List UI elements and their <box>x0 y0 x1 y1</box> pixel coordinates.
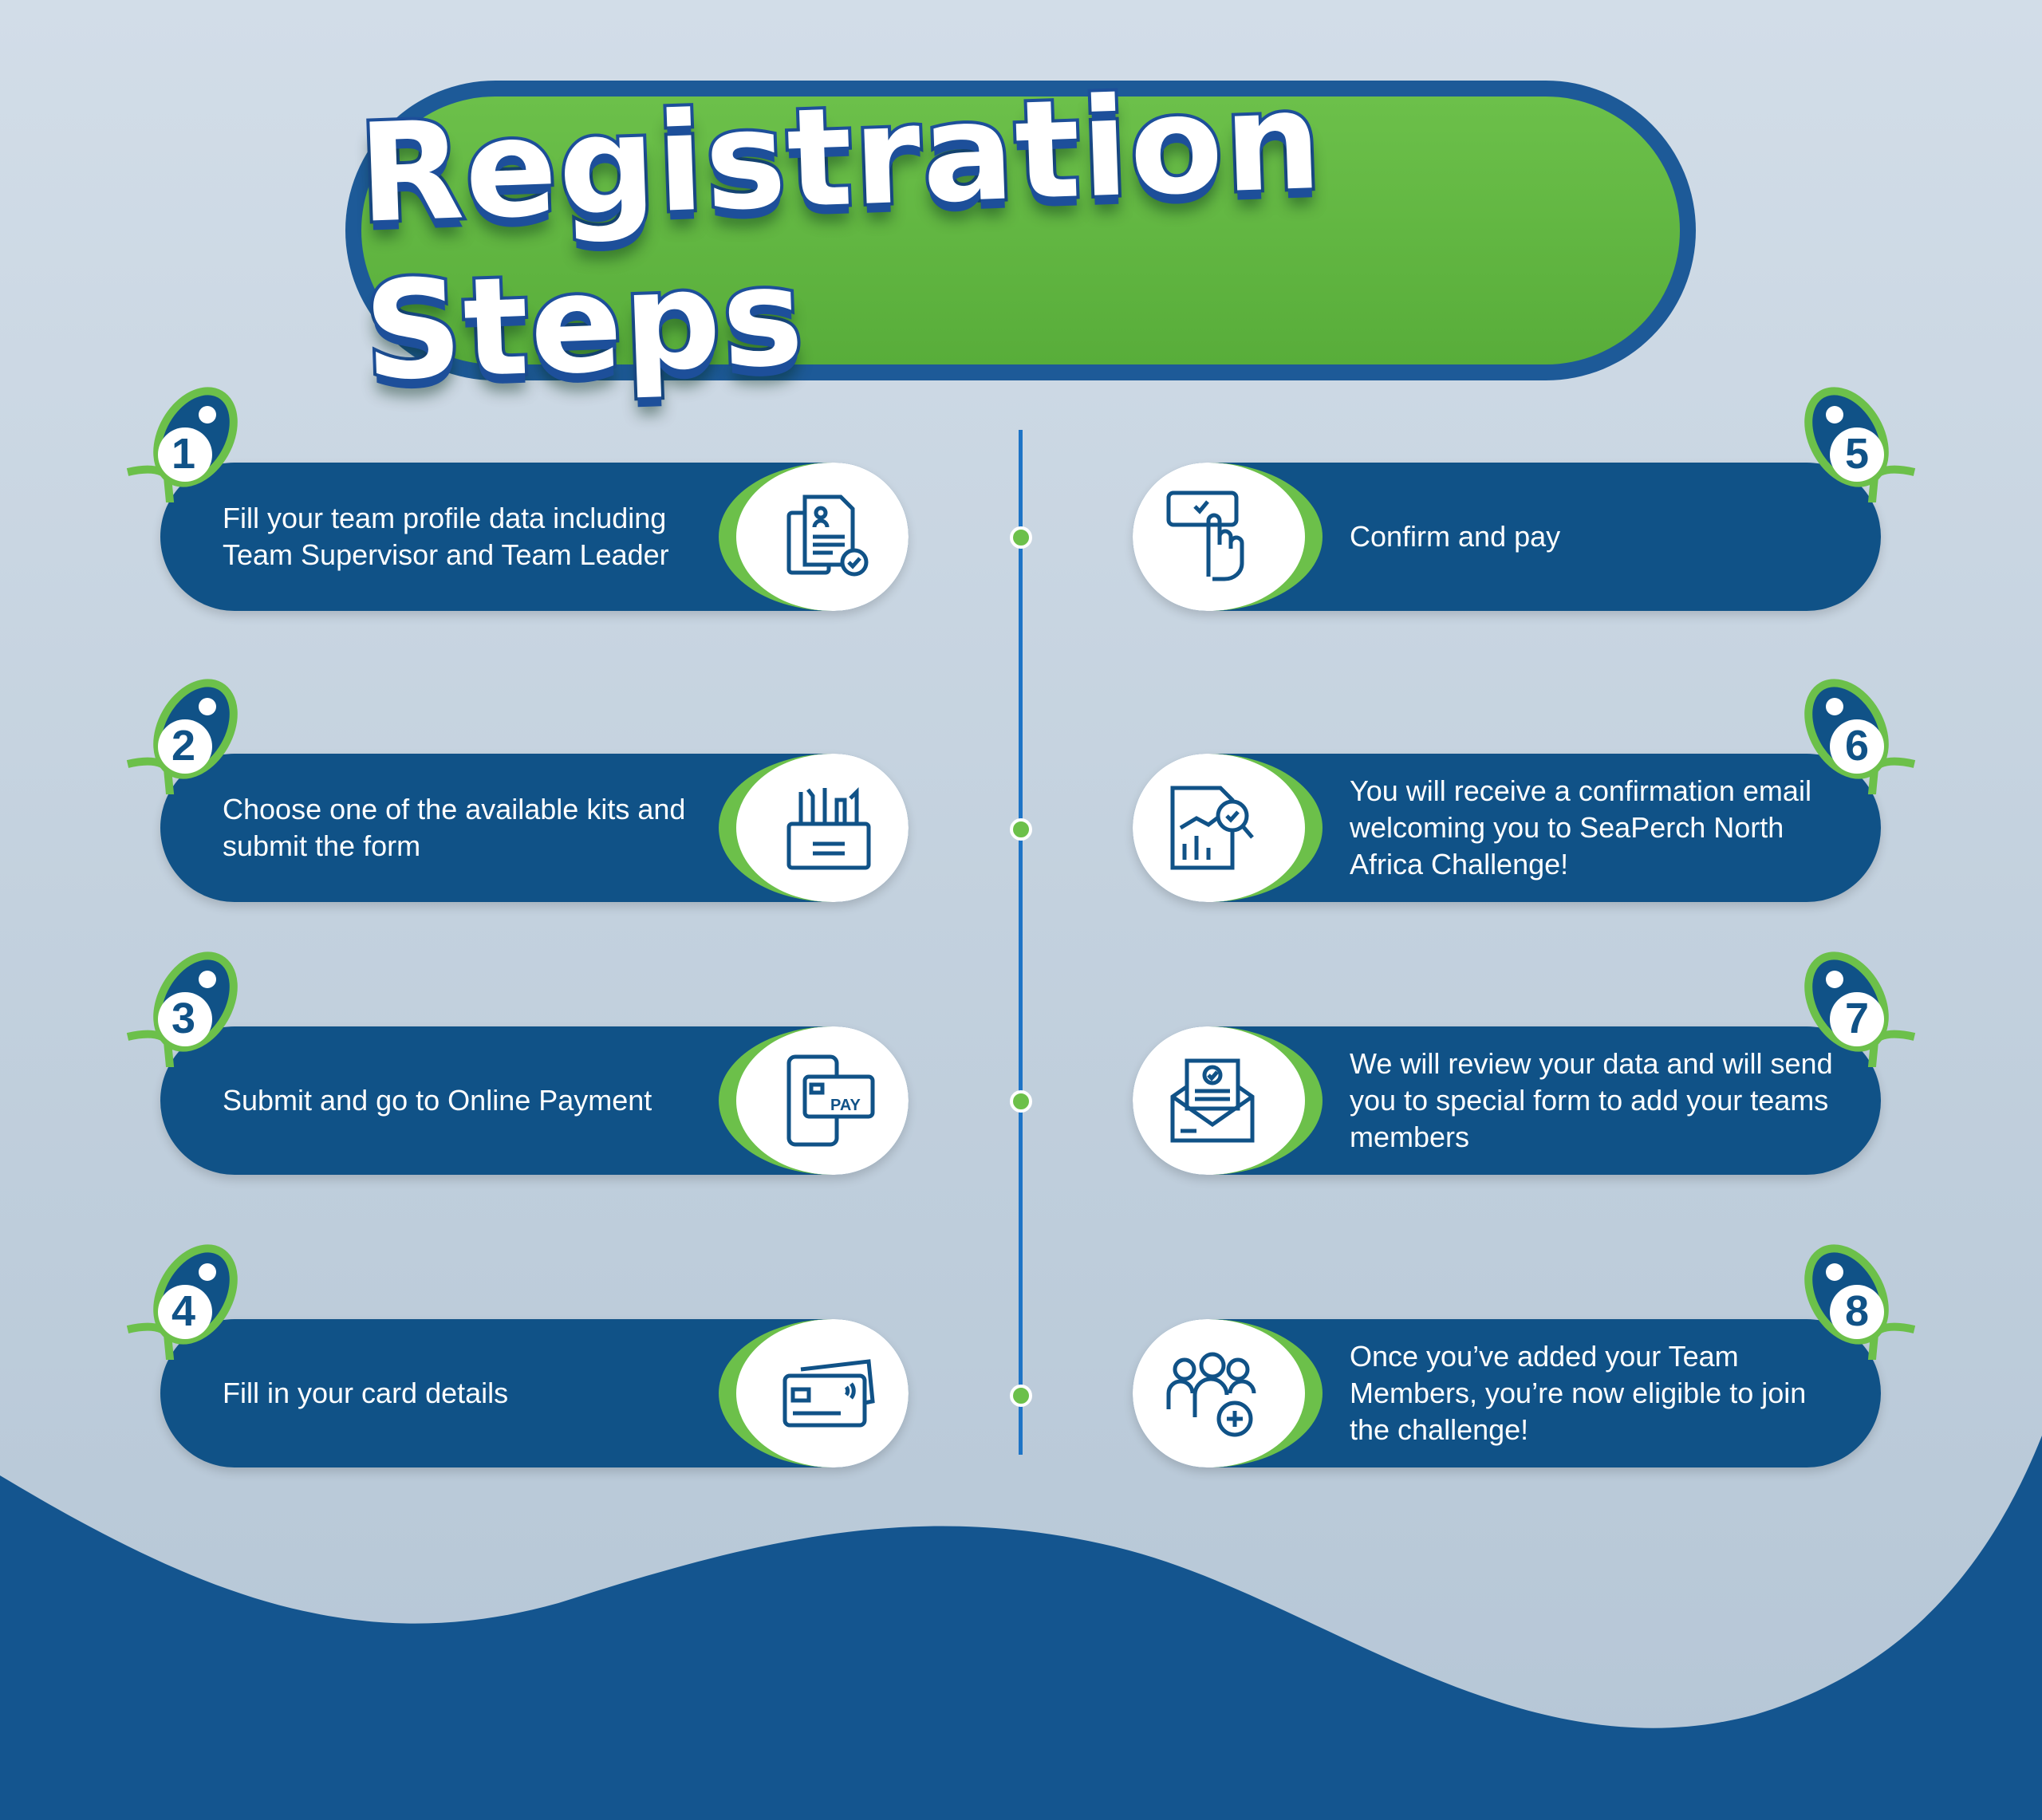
timeline-dot <box>1010 526 1032 549</box>
add-team-icon <box>1166 1352 1256 1437</box>
step-card-7: We will review your data and will send y… <box>1133 1026 1881 1175</box>
step-card-2: Choose one of the available kits and sub… <box>160 754 909 902</box>
timeline-dot <box>1010 1385 1032 1407</box>
title-banner: Registration Steps <box>345 59 1696 415</box>
touch-confirm-icon <box>1166 490 1244 581</box>
step-card-8: Once you’ve added your Team Members, you… <box>1133 1319 1881 1467</box>
step-number: 8 <box>1844 1287 1870 1335</box>
step-number-badge-1: 1 <box>120 383 239 519</box>
credit-card-icon <box>783 1359 875 1428</box>
step-number: 4 <box>171 1287 196 1335</box>
step-card-4: Fill in your card details <box>160 1319 909 1467</box>
step-text: Submit and go to Online Payment <box>223 1084 652 1117</box>
step-number: 1 <box>171 430 196 478</box>
step-text: We will review your data and will send y… <box>1350 1047 1833 1153</box>
step-text: Choose one of the available kits and sub… <box>223 793 686 862</box>
step-number-badge-4: 4 <box>120 1240 239 1377</box>
timeline-dot <box>1010 818 1032 841</box>
step-number: 6 <box>1844 722 1870 770</box>
svg-text:PAY: PAY <box>830 1097 861 1114</box>
timeline-line <box>1019 430 1023 1455</box>
profile-document-check-icon <box>786 494 869 577</box>
step-number-badge-5: 5 <box>1803 383 1922 519</box>
step-text: Once you’ve added your Team Members, you… <box>1350 1340 1807 1446</box>
step-number: 3 <box>171 995 196 1042</box>
step-number-badge-7: 7 <box>1803 947 1922 1084</box>
step-card-1: Fill your team profile data including Te… <box>160 463 909 611</box>
step-number-badge-6: 6 <box>1803 675 1922 811</box>
step-number: 5 <box>1844 430 1870 478</box>
step-text: Fill your team profile data including Te… <box>223 502 669 571</box>
step-card-5: Confirm and pay <box>1133 463 1881 611</box>
report-search-icon <box>1170 786 1254 870</box>
step-number-badge-3: 3 <box>120 947 239 1084</box>
step-text: Fill in your card details <box>223 1377 509 1409</box>
step-text: You will receive a confirmation email we… <box>1350 774 1811 880</box>
step-text: Confirm and pay <box>1350 520 1561 553</box>
step-card-6: You will receive a confirmation email we… <box>1133 754 1881 902</box>
mobile-pay-icon: PAY <box>786 1054 875 1147</box>
envelope-check-icon <box>1170 1058 1255 1143</box>
step-number: 7 <box>1844 995 1870 1042</box>
toolbox-icon <box>786 786 871 870</box>
step-number-badge-2: 2 <box>120 675 239 811</box>
page-title: Registration Steps <box>353 59 1329 415</box>
timeline-dot <box>1010 1090 1032 1113</box>
step-number-badge-8: 8 <box>1803 1240 1922 1377</box>
step-number: 2 <box>171 722 196 770</box>
step-card-3: Submit and go to Online Payment PAY <box>160 1026 909 1175</box>
